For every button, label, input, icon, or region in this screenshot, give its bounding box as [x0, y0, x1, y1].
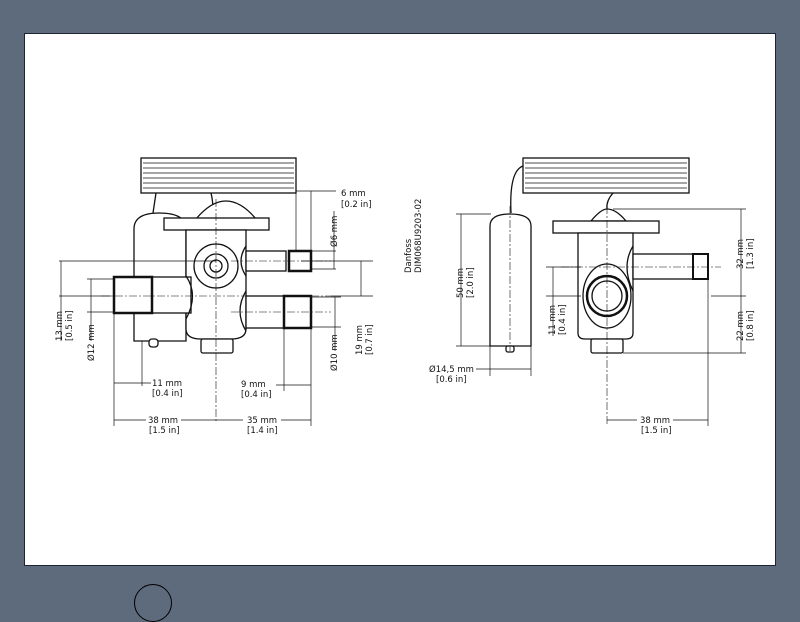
right-view-dimension-lines — [456, 208, 746, 426]
dim-label: 9 mm — [241, 380, 266, 390]
dim-label: Ø6 mm — [329, 216, 340, 247]
dim-label: 38 mm — [640, 416, 670, 426]
drawing-sheet: 6 mm [0.2 in] Ø6 mm 13 mm [0.5 in] Ø12 m… — [24, 33, 776, 566]
inlet-connector — [112, 275, 154, 315]
left-view-valve — [101, 157, 331, 421]
dim-label: [1.3 in] — [746, 238, 756, 269]
dim-label: [0.5 in] — [65, 310, 75, 341]
left-view-dimension-lines — [59, 190, 373, 426]
dim-label: 11 mm — [548, 305, 558, 335]
dim-label: 19 mm — [355, 325, 365, 355]
dim-label: 11 mm — [152, 379, 182, 389]
dim-label: Ø10 mm — [329, 334, 340, 371]
dim-label: [0.4 in] — [558, 304, 568, 335]
dim-label: 50 mm — [456, 268, 466, 298]
dim-label: 6 mm — [341, 189, 366, 199]
dim-label: 13 mm — [55, 311, 65, 341]
drawing-number: DIM068U9203-02 — [414, 199, 424, 273]
dim-label: [1.5 in] — [149, 426, 180, 436]
dim-label: [2.0 in] — [466, 267, 476, 298]
dim-label: 22 mm — [736, 311, 746, 341]
dim-label: [1.4 in] — [247, 426, 278, 436]
manufacturer-label: Danfoss — [404, 238, 414, 273]
dim-label: [0.7 in] — [365, 324, 375, 355]
right-view-valve — [489, 157, 721, 426]
dim-label: [0.4 in] — [152, 389, 183, 399]
dim-label: [1.5 in] — [641, 426, 672, 436]
navigation-circle-button[interactable] — [134, 584, 172, 622]
sensing-bulb-right — [489, 213, 532, 347]
dim-label: 35 mm — [247, 416, 277, 426]
dim-label: 38 mm — [148, 416, 178, 426]
capillary-coil-right — [522, 157, 690, 194]
dim-label: [0.8 in] — [746, 310, 756, 341]
capillary-coil-left — [140, 157, 297, 194]
technical-drawing: 6 mm [0.2 in] Ø6 mm 13 mm [0.5 in] Ø12 m… — [55, 157, 756, 436]
dim-label: [0.2 in] — [341, 200, 372, 210]
dim-label: [0.4 in] — [241, 390, 272, 400]
dim-label: 32 mm — [736, 239, 746, 269]
dim-label: [0.6 in] — [436, 375, 467, 385]
dim-label: Ø14,5 mm — [429, 364, 474, 375]
dim-label: Ø12 mm — [86, 324, 97, 361]
